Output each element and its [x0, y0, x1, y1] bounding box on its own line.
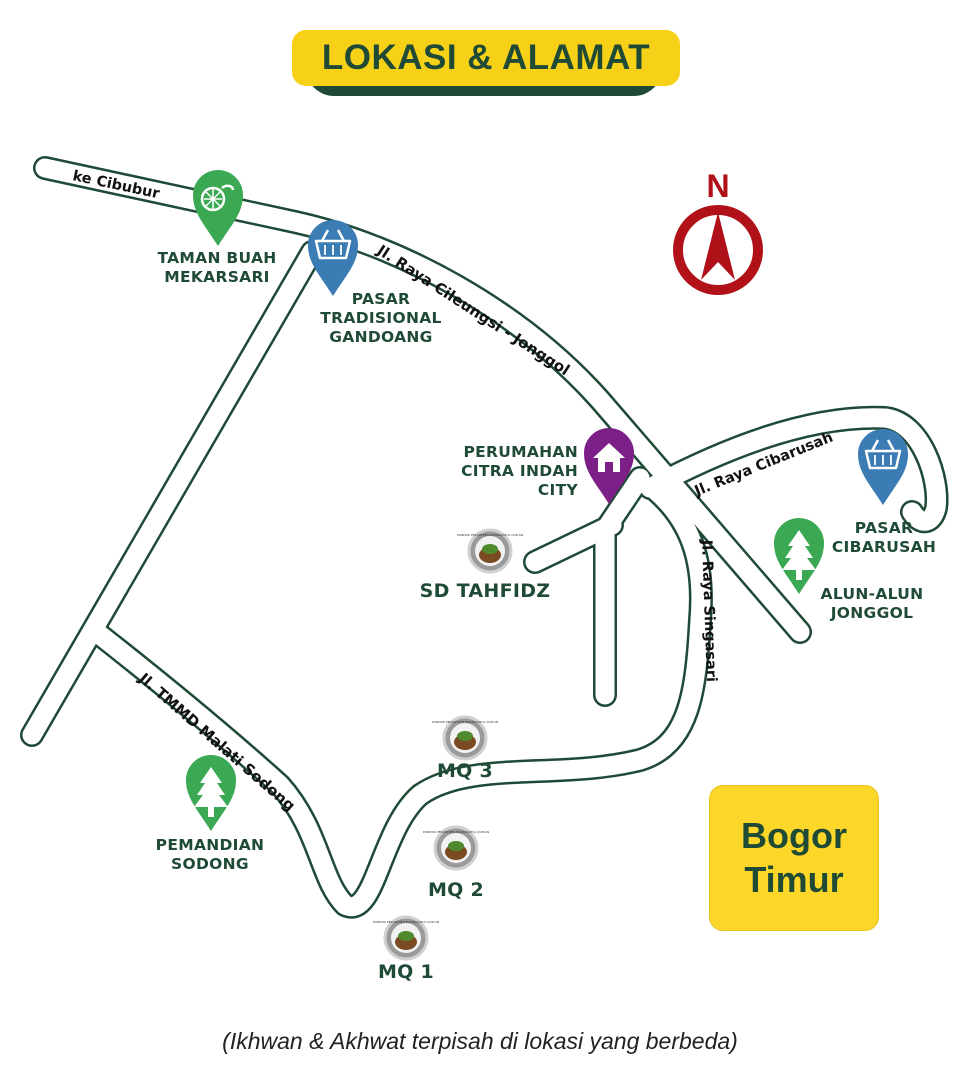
pin-taman-buah[interactable] [193, 170, 243, 246]
place-label-pasar-gandoang: PASAR TRADISIONAL GANDOANG [320, 290, 442, 346]
logo-text: PONDOK PESANTREN MADRASATUL QUR'AN [423, 830, 489, 834]
place-label-sd-tahfidz: SD TAHFIDZ [419, 580, 551, 602]
tree-icon [194, 767, 228, 817]
basket-icon [314, 229, 352, 260]
place-label-taman-buah: TAMAN BUAH MEKARSARI [157, 249, 277, 286]
basket-icon [864, 439, 902, 470]
pin-pemandian[interactable] [186, 755, 236, 831]
place-label-mq3: MQ 3 [436, 760, 494, 782]
fruit-icon [200, 184, 235, 212]
place-label-pasar-cibarusah: PASAR CIBARUSAH [831, 519, 937, 556]
place-label-mq2: MQ 2 [427, 879, 485, 901]
place-label-mq1: MQ 1 [377, 961, 435, 983]
place-label-pemandian: PEMANDIAN SODONG [155, 836, 265, 873]
compass-ring [673, 205, 763, 295]
pesantren-logo-mq3: PONDOK PESANTREN MADRASATUL QUR'AN [432, 715, 498, 761]
page-title: LOKASI & ALAMAT [292, 30, 680, 86]
pin-pasar-gandoang[interactable] [308, 220, 358, 296]
compass: N [673, 168, 763, 295]
place-label-perumahan: PERUMAHAN CITRA INDAH CITY [461, 443, 578, 499]
tree-icon [782, 530, 816, 580]
place-label-alun-alun: ALUN-ALUN JONGGOL [820, 585, 924, 622]
road-label-singasari: Jl. Raya Singasari [698, 539, 719, 683]
compass-arrow-icon [701, 212, 735, 280]
pin-perumahan[interactable] [584, 428, 634, 504]
compass-north-letter: N [706, 168, 729, 204]
pin-pasar-cibarusah[interactable] [858, 429, 908, 505]
house-icon [593, 443, 625, 472]
logo-text: PONDOK PESANTREN MADRASATUL QUR'AN [432, 720, 498, 724]
region-badge: Bogor Timur [709, 785, 879, 931]
pin-alun-alun[interactable] [774, 518, 824, 594]
logo-text: PONDOK PESANTREN MADRASATUL QUR'AN [457, 533, 523, 537]
pesantren-logo-mq2: PONDOK PESANTREN MADRASATUL QUR'AN [423, 825, 489, 871]
logo-text: PONDOK PESANTREN MADRASATUL QUR'AN [373, 920, 439, 924]
pesantren-logo-mq1: PONDOK PESANTREN MADRASATUL QUR'AN [373, 915, 439, 961]
footer-note: (Ikhwan & Akhwat terpisah di lokasi yang… [222, 1028, 738, 1054]
pesantren-logo-sd-tahfidz: PONDOK PESANTREN MADRASATUL QUR'AN [457, 528, 523, 574]
title-banner: LOKASI & ALAMAT [292, 30, 680, 96]
